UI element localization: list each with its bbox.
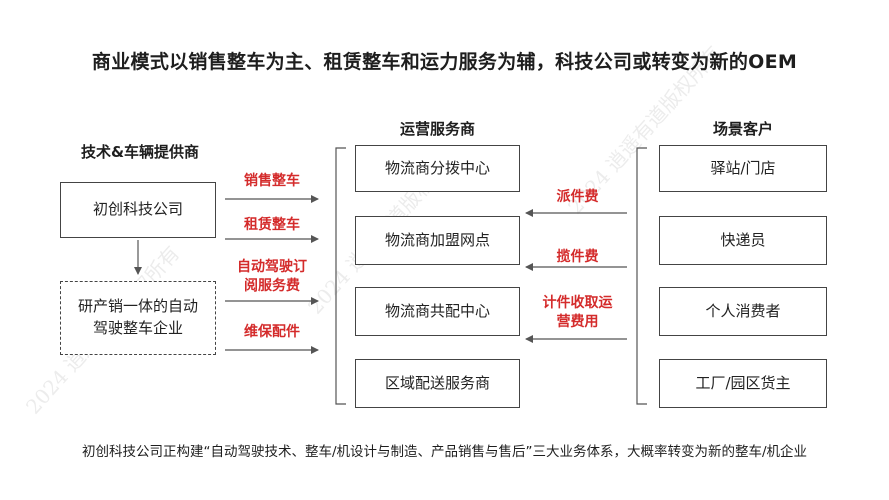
column-header-operator: 运营服务商 (399, 120, 475, 138)
franchise-outlet-box: 物流商加盟网点 (355, 216, 520, 265)
label-maintenance-parts: 维保配件 (244, 324, 300, 340)
logistics-hub-box: 物流商分拨中心 (355, 145, 520, 192)
courier-label: 快递员 (720, 230, 766, 249)
factory-park-shipper-label: 工厂/园区货主 (695, 373, 791, 392)
factory-park-shipper-box: 工厂/园区货主 (659, 359, 827, 408)
footer-note: 初创科技公司正构建“自动驾驶技术、整车/机设计与制造、产品销售与售后”三大业务体… (81, 444, 808, 460)
right-bracket (636, 147, 647, 405)
shared-distribution-center-box: 物流商共配中心 (355, 287, 520, 336)
label-subscription-fee: 自动驾驶订阅服务费 (237, 259, 307, 294)
station-store-box: 驿站/门店 (659, 145, 827, 192)
station-store-label: 驿站/门店 (710, 158, 776, 177)
individual-consumer-label: 个人消费者 (705, 301, 781, 320)
individual-consumer-box: 个人消费者 (659, 287, 827, 336)
integrated-oem-box: 研产销一体的自动驾驶整车企业 (60, 281, 216, 355)
label-sales-vehicle: 销售整车 (244, 173, 300, 189)
middle-bracket (335, 147, 346, 405)
page-title: 商业模式以销售整车为主、租赁整车和运力服务为辅，科技公司或转变为新的OEM (91, 51, 798, 73)
column-header-provider: 技术&车辆提供商 (80, 143, 200, 161)
shared-distribution-center-label: 物流商共配中心 (384, 301, 490, 320)
column-header-customer: 场景客户 (712, 120, 773, 138)
label-lease-vehicle: 租赁整车 (244, 217, 300, 233)
logistics-hub-label: 物流商分拨中心 (384, 158, 490, 177)
label-pickup-fee: 揽件费 (556, 249, 599, 265)
franchise-outlet-label: 物流商加盟网点 (384, 230, 490, 249)
integrated-oem-label: 研产销一体的自动驾驶整车企业 (77, 297, 198, 337)
regional-delivery-provider-box: 区域配送服务商 (355, 359, 520, 408)
regional-delivery-provider-label: 区域配送服务商 (384, 373, 490, 392)
label-per-piece-operation-fee: 计件收取运营费用 (542, 295, 613, 330)
startup-tech-company-box: 初创科技公司 (60, 182, 216, 238)
label-delivery-fee: 派件费 (556, 189, 599, 205)
courier-box: 快递员 (659, 216, 827, 265)
startup-tech-company-label: 初创科技公司 (92, 200, 183, 219)
